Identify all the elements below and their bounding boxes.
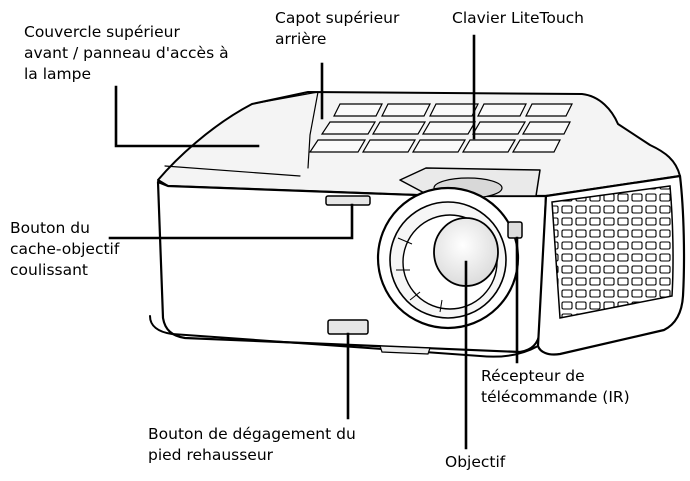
- label-line: avant / panneau d'accès à: [24, 44, 229, 62]
- label-line: Clavier LiteTouch: [452, 9, 584, 27]
- keypad-buttons: [308, 103, 573, 153]
- label-lens: Objectif: [445, 452, 505, 473]
- label-rear-cover: Capot supérieur arrière: [275, 8, 399, 50]
- label-line: Couvercle supérieur: [24, 23, 180, 41]
- label-line: la lampe: [24, 65, 92, 83]
- label-ir-receiver: Récepteur de télécommande (IR): [481, 366, 630, 408]
- label-line: télécommande (IR): [481, 388, 630, 406]
- side-vent-grille: [551, 185, 674, 319]
- label-line: Bouton du: [10, 219, 90, 237]
- label-foot-release: Bouton de dégagement du pied rehausseur: [148, 424, 356, 466]
- label-lens-cap-button: Bouton du cache-objectif coulissant: [10, 218, 119, 281]
- label-front-cover: Couvercle supérieur avant / panneau d'ac…: [24, 22, 229, 85]
- leader-lens-cap: [108, 203, 354, 240]
- lens-assembly: [376, 186, 520, 330]
- label-line: coulissant: [10, 261, 88, 279]
- label-keypad: Clavier LiteTouch: [452, 8, 584, 29]
- label-line: Capot supérieur: [275, 9, 400, 27]
- ir-window: [507, 221, 523, 239]
- label-line: cache-objectif: [10, 240, 120, 258]
- label-line: arrière: [275, 30, 327, 48]
- foot-release-button: [327, 319, 369, 335]
- leader-front-cover: [114, 85, 260, 148]
- label-line: Objectif: [445, 453, 506, 471]
- label-line: pied rehausseur: [148, 446, 274, 464]
- leader-lines: [108, 34, 519, 450]
- label-line: Récepteur de: [481, 367, 585, 385]
- label-line: Bouton de dégagement du: [148, 425, 356, 443]
- bottom-lip: [149, 315, 539, 358]
- lens-cap-slider: [325, 195, 371, 206]
